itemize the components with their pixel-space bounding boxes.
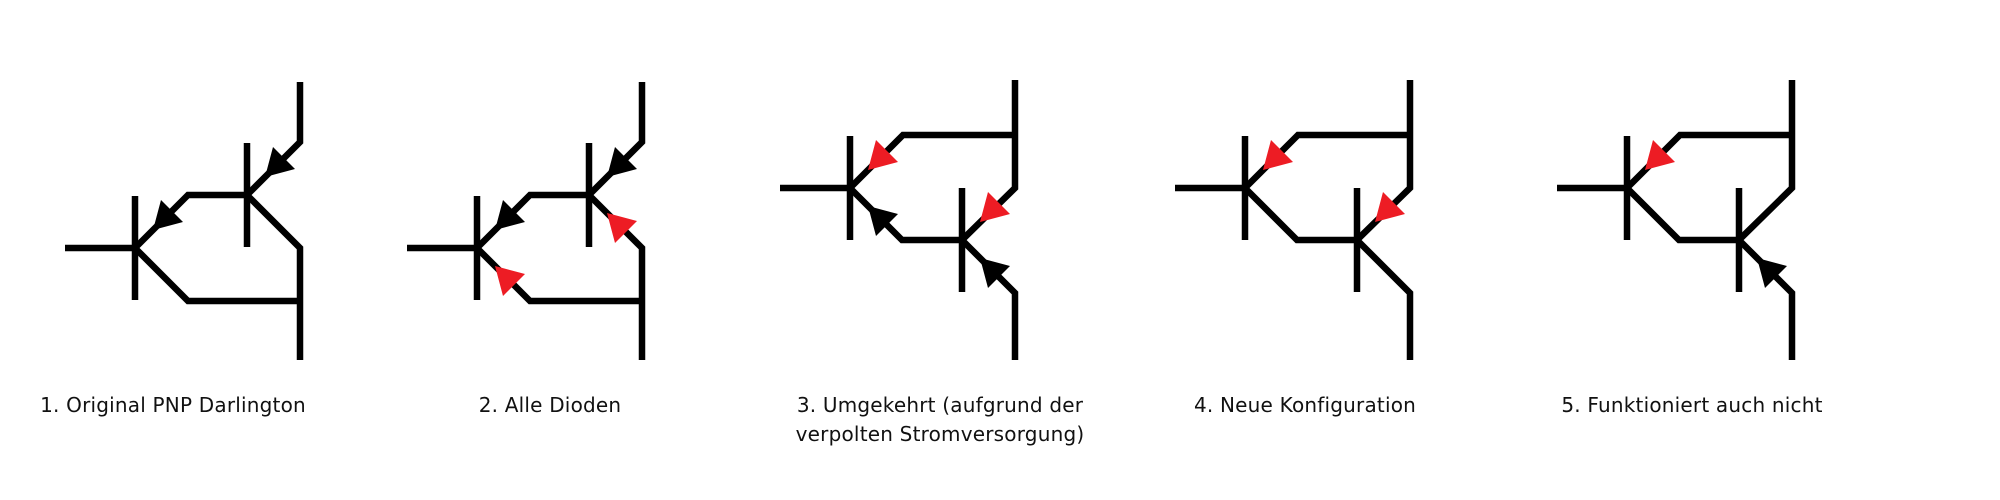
- t2-upper-diode-arrow-red: [980, 192, 1010, 222]
- t2-upper-diode-arrow-red: [1375, 192, 1405, 222]
- t1-lower-diode-arrow-black: [868, 206, 898, 236]
- t2-lower-diagonal-to-bottom-terminal: [1354, 237, 1414, 360]
- t1-upper-diode-arrow-red: [868, 140, 898, 170]
- t1-collector-diode-arrow-red: [495, 266, 525, 296]
- t2-lower-diagonal-to-bottom-terminal: [959, 237, 1019, 360]
- diagram-3-label: 3. Umgekehrt (aufgrund der verpolten Str…: [796, 391, 1085, 449]
- t1-lower-diagonal-to-t2-base: [1624, 185, 1739, 244]
- t2-lower-diagonal-to-bottom-terminal: [586, 192, 646, 360]
- t2-upper-diagonal-to-top-terminal: [586, 82, 646, 198]
- t1-upper-diode-arrow-red: [1263, 140, 1293, 170]
- t2-emitter-arrow-black: [265, 147, 295, 177]
- t2-upper-diagonal-to-top-terminal: [244, 82, 304, 198]
- t1-lower-diagonal-to-junction: [132, 245, 300, 305]
- diagram-5-circuit: [1557, 80, 1796, 360]
- diagram-5-label: 5. Funktioniert auch nicht: [1561, 391, 1822, 420]
- diagram-4-circuit: [1175, 80, 1414, 360]
- diagram-3-label-line-1: 3. Umgekehrt (aufgrund der: [796, 393, 1084, 417]
- t1-upper-diode-arrow-red: [1645, 140, 1675, 170]
- diagram-3-circuit: [780, 80, 1019, 360]
- diagram-1-label: 1. Original PNP Darlington: [40, 391, 306, 420]
- t1-lower-diagonal-to-t2-base: [847, 185, 962, 244]
- diagram-1-label-line: 1. Original PNP Darlington: [40, 393, 306, 417]
- diagram-4-label-line: 4. Neue Konfiguration: [1193, 393, 1417, 417]
- t1-lower-diagonal-to-junction: [474, 245, 642, 305]
- t1-upper-diagonal-to-t2-base: [132, 191, 247, 251]
- t2-lower-diode-arrow-black: [980, 258, 1010, 288]
- t1-upper-diagonal-to-top-rail: [847, 131, 1015, 191]
- diagram-1-circuit: [65, 82, 304, 360]
- t2-lower-diagonal-to-bottom-terminal: [1736, 237, 1796, 360]
- top-terminal-and-t2-upper-diagonal: [959, 80, 1019, 243]
- top-terminal-and-t2-upper-diagonal: [1736, 80, 1796, 243]
- t1-upper-diagonal-to-top-rail: [1624, 131, 1792, 191]
- t1-emitter-arrow-black: [153, 200, 183, 230]
- t1-emitter-arrow-black: [495, 200, 525, 230]
- t1-lower-diagonal-to-t2-base: [1242, 185, 1357, 244]
- diagram-5-label-line: 5. Funktioniert auch nicht: [1561, 393, 1823, 417]
- diagram-3-label-line-2: verpolten Stromversorgung): [795, 422, 1085, 446]
- diagram-2-circuit: [407, 82, 646, 360]
- t2-collector-diode-arrow-red: [607, 213, 637, 243]
- diagram-2-label-line: 2. Alle Dioden: [478, 393, 622, 417]
- t2-lower-diagonal-to-bottom-terminal: [244, 192, 304, 360]
- t2-emitter-arrow-black: [607, 147, 637, 177]
- t1-upper-diagonal-to-t2-base: [474, 191, 589, 251]
- diagram-4-label: 4. Neue Konfiguration: [1194, 391, 1416, 420]
- diagram-2-label: 2. Alle Dioden: [479, 391, 622, 420]
- top-terminal-and-t2-upper-diagonal: [1354, 80, 1414, 243]
- t1-upper-diagonal-to-top-rail: [1242, 131, 1410, 191]
- t2-emitter-arrow-black: [1757, 258, 1787, 288]
